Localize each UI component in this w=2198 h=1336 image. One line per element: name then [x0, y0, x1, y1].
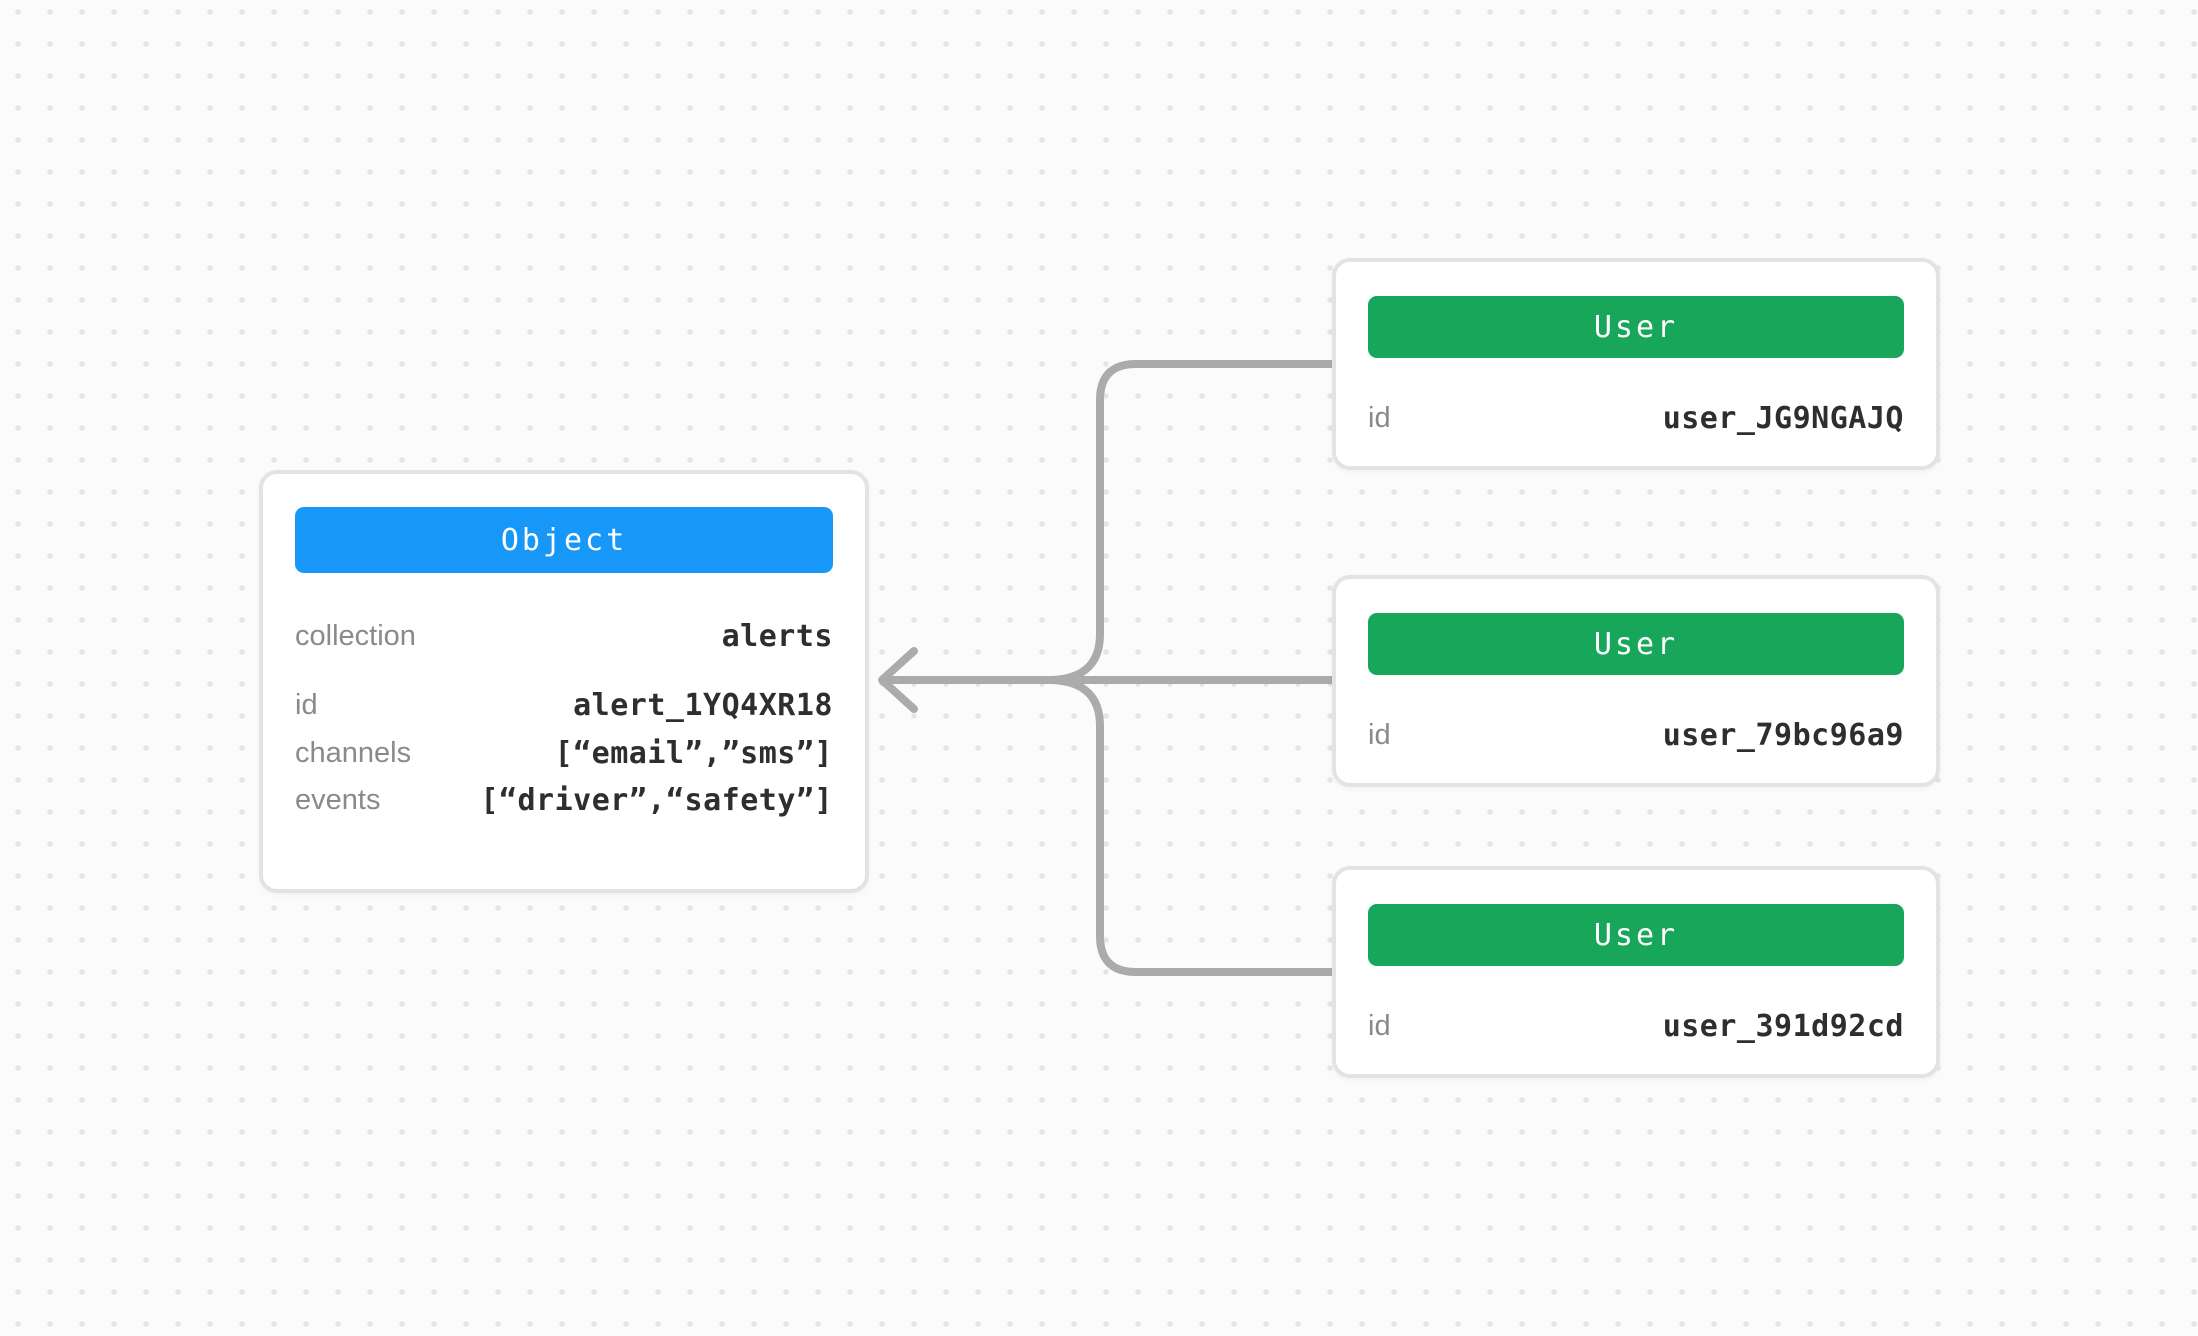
field-label: id [1368, 718, 1391, 751]
object-row-channels: channels [“email”,”sms”] [295, 735, 833, 771]
user-node-header: User [1368, 904, 1904, 966]
field-label: events [295, 783, 381, 816]
field-label: collection [295, 619, 416, 652]
object-node[interactable]: Object collection alerts id alert_1YQ4XR… [259, 470, 869, 893]
arrowhead-icon [878, 647, 918, 713]
object-row-collection: collection alerts [295, 618, 833, 654]
user-node-header: User [1368, 613, 1904, 675]
connector-branch-bottom [1048, 676, 1340, 976]
field-value: [“driver”,“safety”] [480, 782, 833, 818]
field-label: id [295, 688, 318, 721]
connector-branch-top [1048, 360, 1340, 684]
user-row-id: id user_JG9NGAJQ [1368, 400, 1904, 436]
field-value: alerts [721, 618, 833, 654]
field-value: user_391d92cd [1662, 1008, 1904, 1044]
user-node-3[interactable]: User id user_391d92cd [1332, 866, 1940, 1078]
user-row-id: id user_79bc96a9 [1368, 717, 1904, 753]
object-row-id: id alert_1YQ4XR18 [295, 687, 833, 723]
object-row-events: events [“driver”,“safety”] [295, 782, 833, 818]
field-value: user_JG9NGAJQ [1662, 400, 1904, 436]
user-node-2[interactable]: User id user_79bc96a9 [1332, 575, 1940, 787]
field-value: user_79bc96a9 [1662, 717, 1904, 753]
field-label: channels [295, 736, 412, 769]
field-label: id [1368, 401, 1391, 434]
object-node-header: Object [295, 507, 833, 573]
user-node-header: User [1368, 296, 1904, 358]
field-label: id [1368, 1009, 1391, 1042]
field-value: [“email”,”sms”] [554, 735, 833, 771]
user-row-id: id user_391d92cd [1368, 1008, 1904, 1044]
field-value: alert_1YQ4XR18 [573, 687, 833, 723]
user-node-1[interactable]: User id user_JG9NGAJQ [1332, 258, 1940, 470]
